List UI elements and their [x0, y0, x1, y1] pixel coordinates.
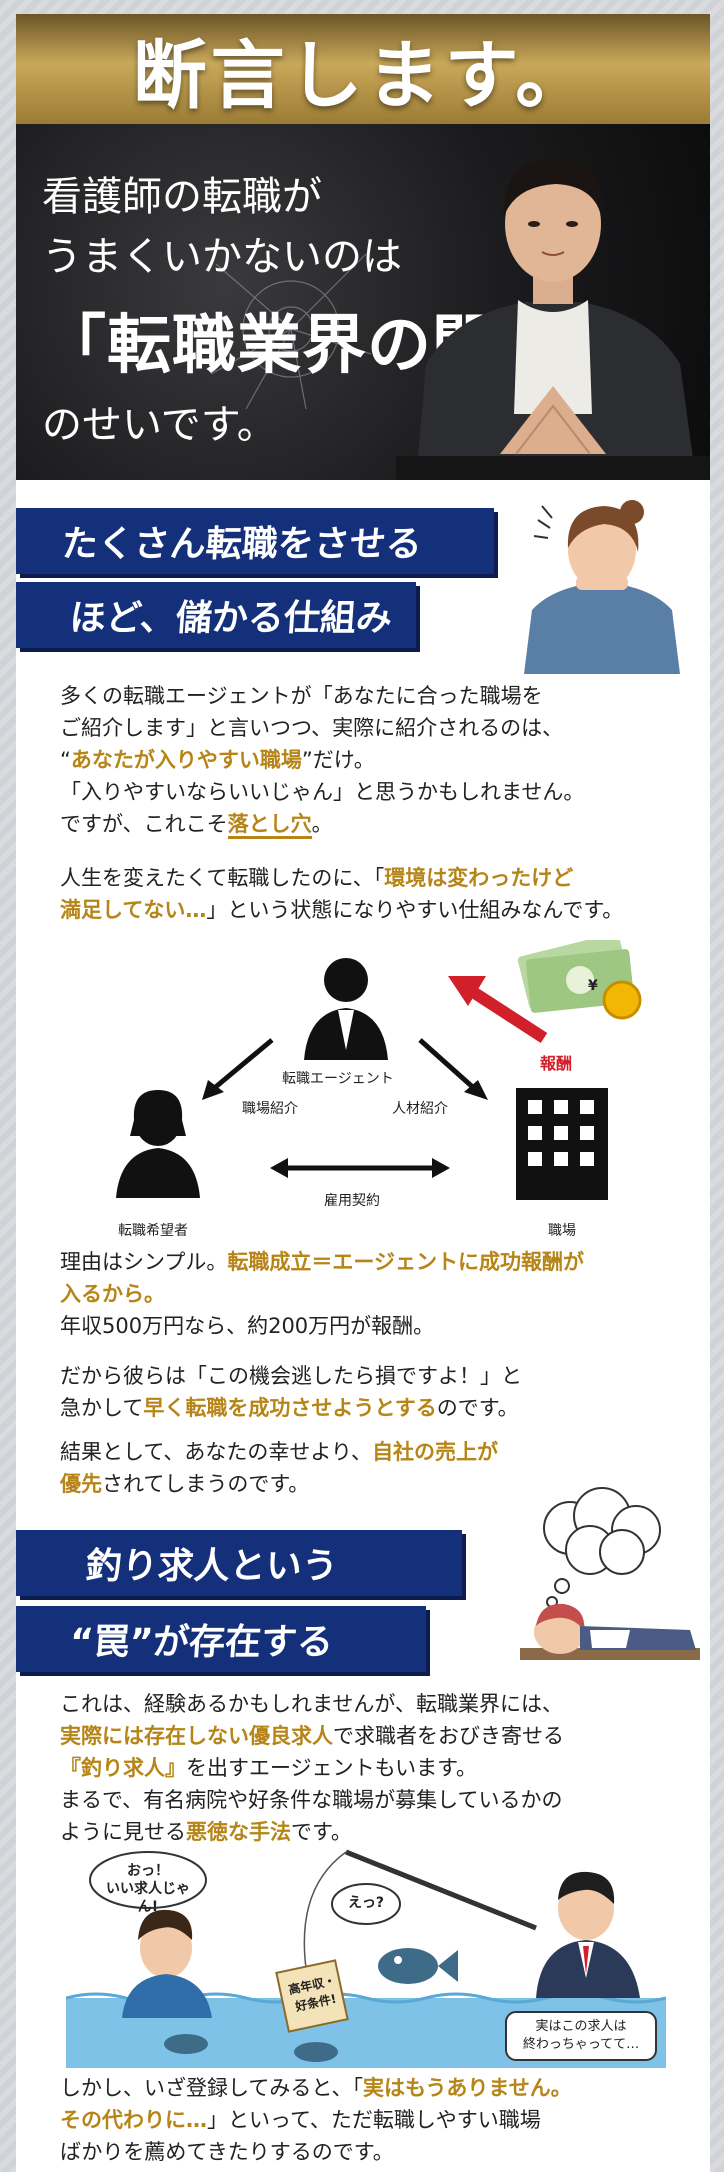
highlight-easy-workplace: あなたが入りやすい職場: [70, 748, 302, 772]
section3-banner-line1: 釣り求人という: [16, 1530, 462, 1596]
section2-paragraph-3: 結果として、あなたの幸せより、自社の売上が 優先されてしまうのです。: [60, 1440, 499, 1496]
section3-banner-line2: “罠”が存在する: [16, 1606, 426, 1672]
hero-headline-band: 断言します。: [16, 14, 710, 124]
hero-headline: 断言します。: [132, 32, 594, 119]
section1-banner-line2: ほど、儲かる仕組み: [16, 582, 416, 648]
section3-paragraph-1: これは、経験あるかもしれませんが、転職業界には、 実際には存在しない優良求人で求…: [60, 1692, 564, 1844]
section1-banner-line1: たくさん転職をさせる: [16, 508, 494, 574]
diagram-agent-label: 転職エージェント: [282, 1071, 394, 1087]
fishing-bubble-right: 実はこの求人は 終わっちゃってて…: [522, 2019, 640, 2052]
diagram-talent-intro-label: 人材紹介: [392, 1101, 448, 1117]
fishing-bait-illustration: [66, 1849, 666, 2068]
agent-relationship-diagram: [116, 940, 642, 1200]
diagram-contract-label: 雇用契約: [324, 1193, 380, 1209]
hero-line-2: うまくいかないのは: [42, 234, 402, 280]
section2-paragraph-2: だから彼らは「この機会逃したら損ですよ！」と 急かして早く転職を成功させようとす…: [60, 1364, 522, 1420]
exhausted-nurse-illustration: [520, 1487, 700, 1660]
section1-paragraph-1: 多くの転職エージェントが「あなたに合った職場を ご紹介します」と言いつつ、実際に…: [60, 680, 690, 840]
content-panel: たくさん転職をさせる ほど、儲かる仕組み 多くの転職エージェントが「あなたに合っ…: [16, 480, 710, 2172]
diagram-currency-symbol: ¥: [588, 978, 598, 994]
hero-dark-panel: 看護師の転職が うまくいかないのは 「転職業界の闇」 のせいです。: [16, 124, 710, 480]
worried-woman-illustration: [524, 500, 680, 674]
diagram-seeker-label: 転職希望者: [118, 1223, 188, 1239]
diagram-reward-label: 報酬: [540, 1054, 573, 1073]
diagram-job-intro-label: 職場紹介: [242, 1101, 298, 1117]
section2-paragraph-1: 理由はシンプル。転職成立＝エージェントに成功報酬が 入るから。 年収500万円な…: [60, 1250, 584, 1338]
fishing-bubble-left: おっ！ いい求人じゃん!: [106, 1863, 190, 1915]
hero-line-1: 看護師の転職が: [42, 174, 322, 220]
fishing-bubble-fish: えっ?: [347, 1895, 385, 1911]
section1-paragraph-2: 人生を変えたくて転職したのに、「環境は変わったけど 満足してない…」という状態に…: [60, 866, 624, 922]
hero-line-4: のせいです。: [42, 402, 277, 448]
businessman-portrait: [396, 158, 710, 480]
cracked-glass-decoration: [210, 253, 372, 410]
highlight-pitfall: 落とし穴: [227, 812, 312, 839]
diagram-workplace-label: 職場: [548, 1223, 576, 1239]
section3-paragraph-2: しかし、いざ登録してみると、「実はもうありません。 その代わりに…」といって、た…: [60, 2076, 572, 2164]
